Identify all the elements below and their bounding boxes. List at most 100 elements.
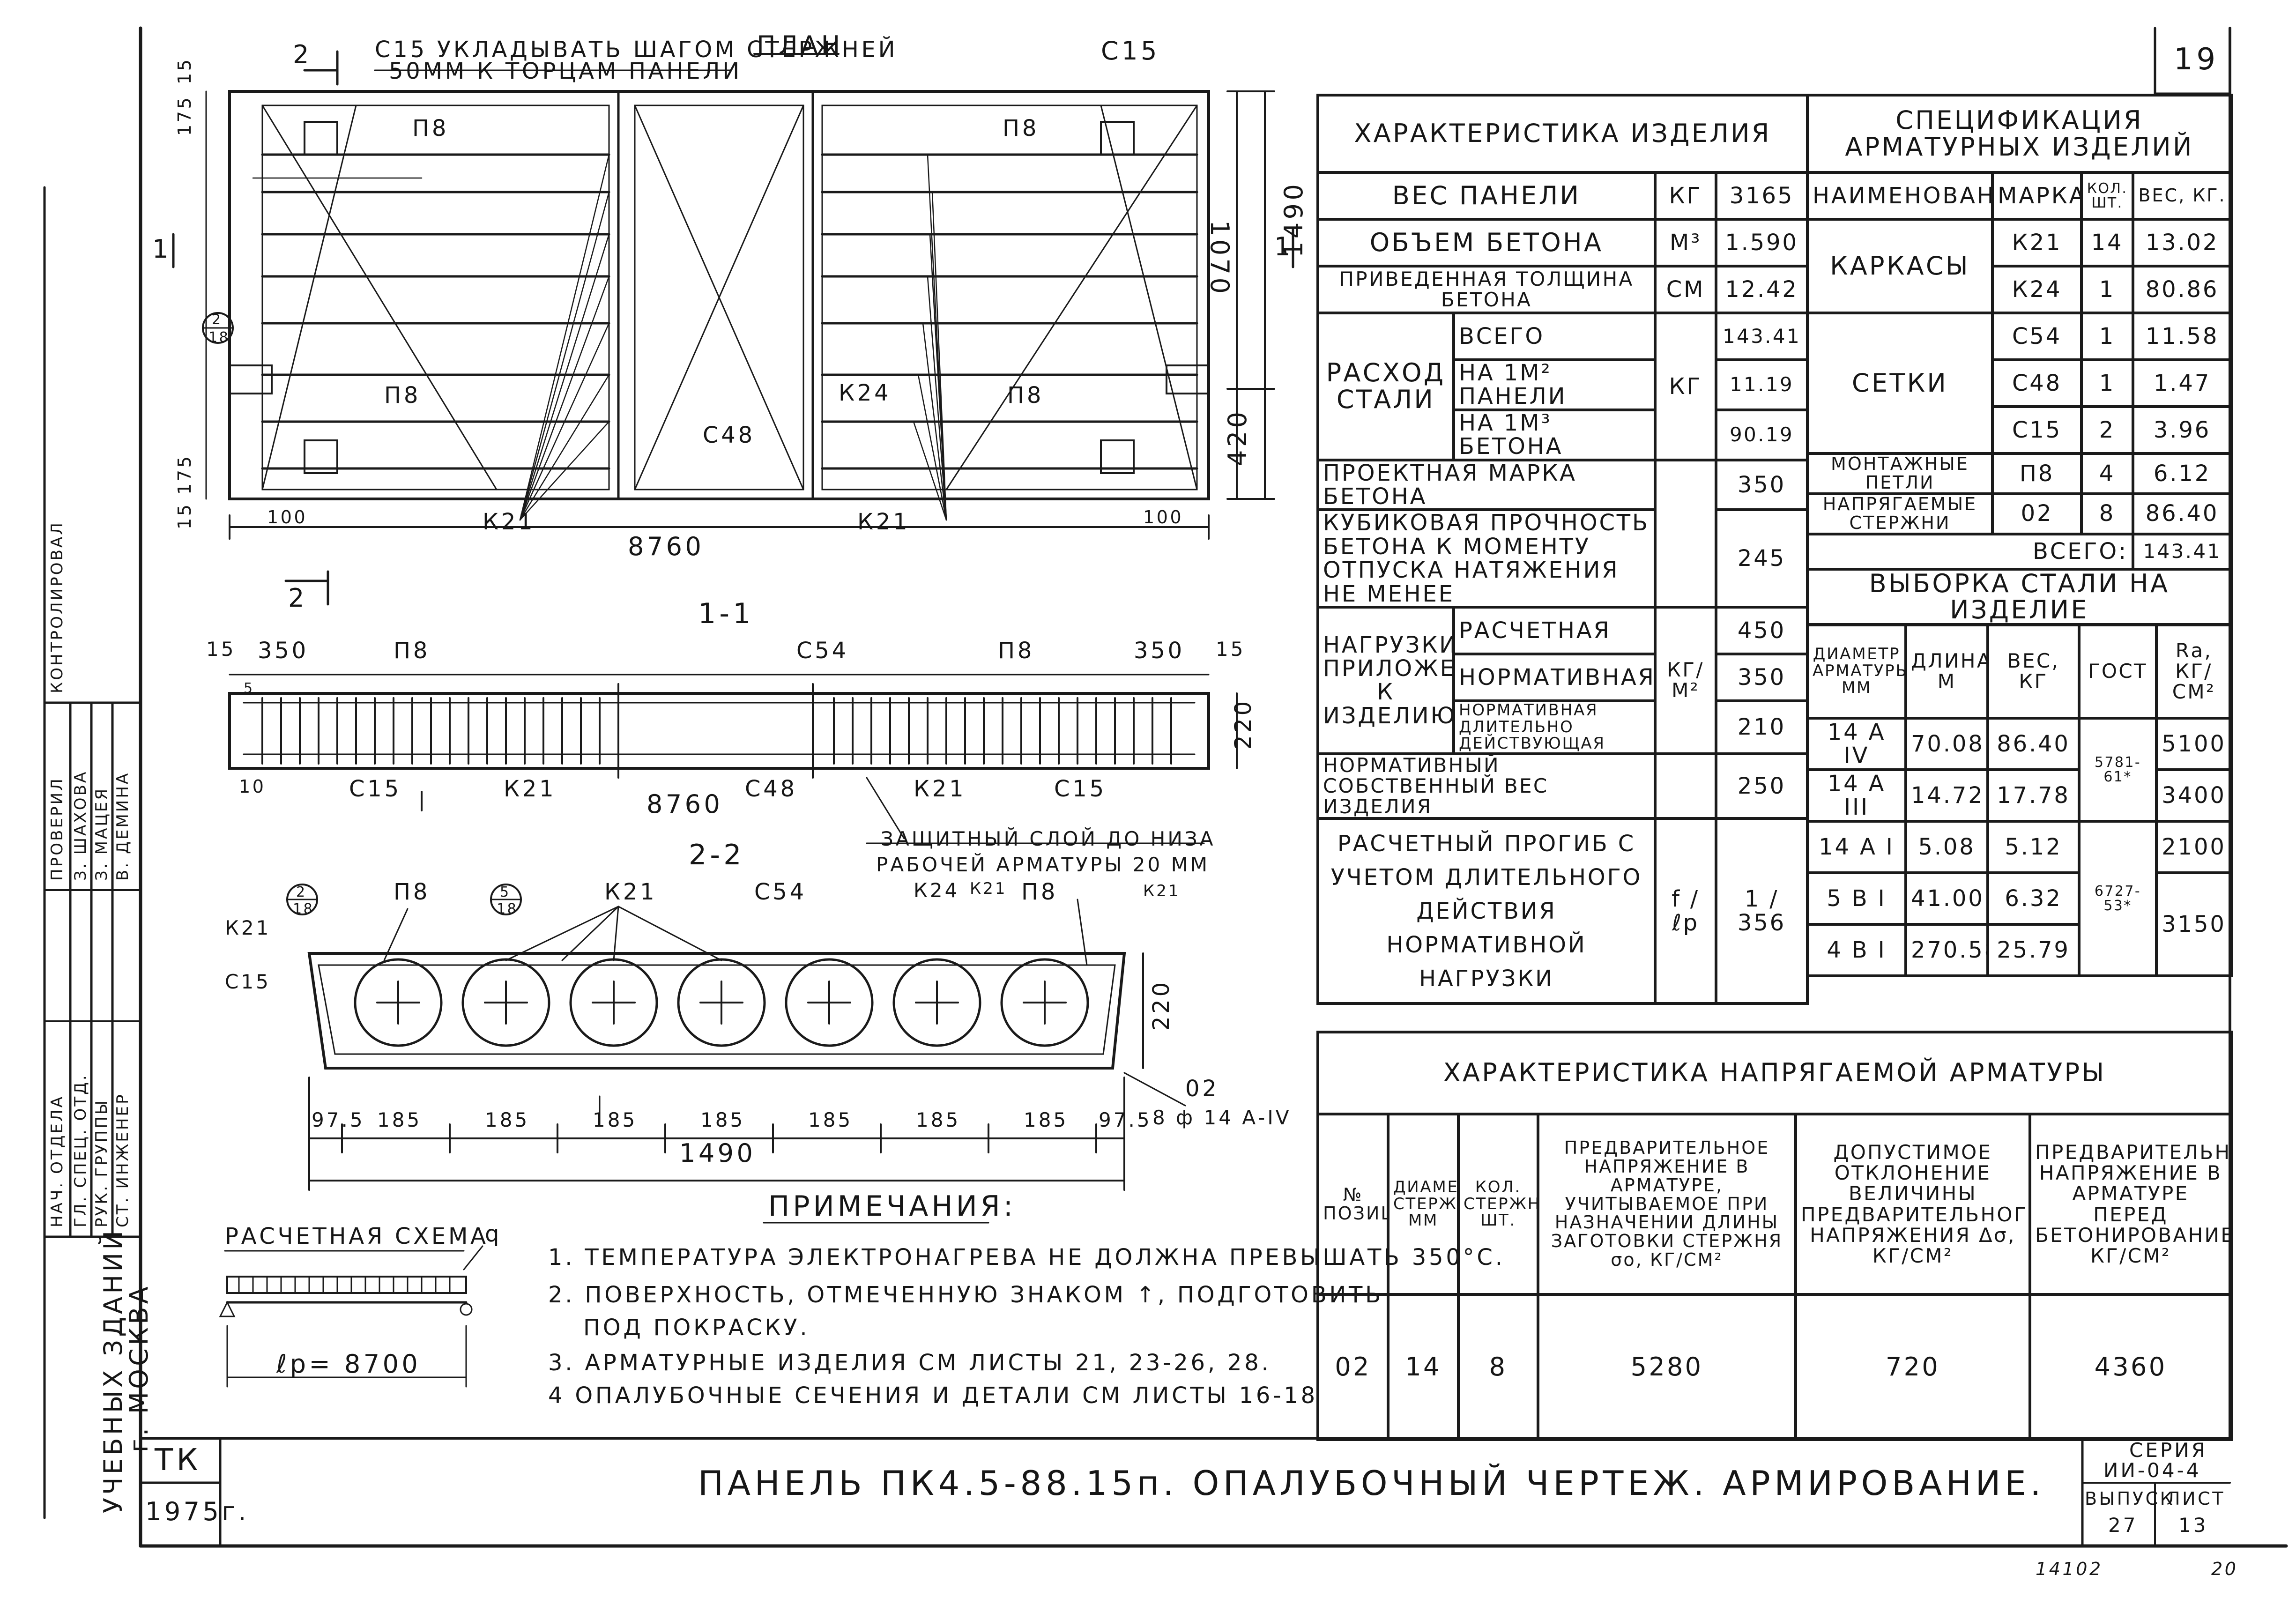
row-steel-total-label: ВСЕГО xyxy=(1452,312,1657,361)
row-steel-m2-label: НА 1М² ПАНЕЛИ xyxy=(1452,358,1657,411)
spec-total-label: ВСЕГО: xyxy=(1806,532,2134,571)
row-load-long-label: НОРМАТИВНАЯ ДЛИТЕЛЬНО ДЕЙСТВУЮЩАЯ xyxy=(1452,699,1657,755)
spec-mark: К21 xyxy=(1991,218,2083,268)
s11-dim-350-right: 350 xyxy=(1134,638,1185,664)
steel-selection-table: ДИАМЕТР АРМАТУРЫ, ММ ДЛИНА, М ВЕС, КГ ГО… xyxy=(1806,623,2233,977)
s11-label-p8-left: П8 xyxy=(394,638,431,664)
s22-label-c54: С54 xyxy=(754,879,807,905)
scheme-q: q xyxy=(485,1221,502,1247)
s22-label-c15: С15 xyxy=(225,970,271,993)
sel-diam: 14 А I xyxy=(1806,820,1907,874)
plan-callout-bottom: 18 xyxy=(208,329,230,346)
spec-mark: С48 xyxy=(1991,358,2083,408)
row-thickness-value: 12.42 xyxy=(1715,265,1809,314)
note-line-3: ПОД ПОКРАСКУ. xyxy=(583,1315,810,1341)
s22-label-k21: К21 xyxy=(604,879,657,905)
row-loads-label: НАГРУЗКИ, ПРИЛОЖЕННЫЕ К ИЗДЕЛИЮ xyxy=(1316,605,1455,755)
s22-dim: 185 xyxy=(808,1108,853,1131)
plan-dim-1490: 1490 xyxy=(1279,181,1308,258)
archive-number: 14102 xyxy=(2036,1559,2103,1579)
s11-label-k21: К21 xyxy=(914,776,966,802)
s22-label-p8-right: П8 xyxy=(1021,879,1058,905)
spec-qty: 2 xyxy=(2080,405,2134,455)
row-grade-label: ПРОЕКТНАЯ МАРКА БЕТОНА xyxy=(1316,458,1657,512)
plan-label-k24: К24 xyxy=(839,380,892,406)
row-load-long-value: 210 xyxy=(1715,699,1809,755)
scheme-title: РАСЧЕТНАЯ СХЕМА xyxy=(225,1223,489,1249)
characteristics-table: ХАРАКТЕРИСТИКА ИЗДЕЛИЯ ВЕС ПАНЕЛИ КГ 316… xyxy=(1316,94,1809,1005)
spec-col-weight: ВЕС, КГ. xyxy=(2131,171,2233,221)
section-2-2-title: 2-2 xyxy=(689,839,745,871)
sheet-value: 13 xyxy=(2178,1514,2208,1537)
s22-callout-a-top: 2 xyxy=(296,884,307,900)
plan-label-c15: С15 xyxy=(1101,36,1160,66)
pre-qty: 8 xyxy=(1457,1293,1539,1441)
section-mark-1-left: 1 xyxy=(152,234,171,264)
notes-title: ПРИМЕЧАНИЯ: xyxy=(768,1190,1017,1223)
row-cube-value: 245 xyxy=(1715,508,1809,609)
s11-dim-350-left: 350 xyxy=(258,638,309,664)
plan-dim-15-175: 15 175 xyxy=(174,454,195,529)
plan-dim-15: 15 xyxy=(174,57,195,84)
row-volume-value: 1.590 xyxy=(1715,218,1809,268)
characteristics-header: ХАРАКТЕРИСТИКА ИЗДЕЛИЯ xyxy=(1316,94,1809,174)
s11-note-cover: ЗАЩИТНЫЙ СЛОЙ ДО НИЗА xyxy=(881,827,1216,850)
row-steel-total-value: 143.41 xyxy=(1715,312,1809,361)
s11-label-c48: С48 xyxy=(745,776,797,802)
sidebar-name: З. ШАХОВА xyxy=(71,770,90,881)
series-value: ИИ-04-4 xyxy=(2103,1459,2201,1482)
plan-dim-1070: 1070 xyxy=(1205,220,1234,297)
pre-col-conc: ПРЕДВАРИТЕЛЬНОЕ НАПРЯЖЕНИЕ В АРМАТУРЕ ПЕ… xyxy=(2028,1113,2233,1296)
s11-dim-5: 5 xyxy=(244,680,254,697)
s22-label-k21-r2: К21 xyxy=(1143,882,1181,900)
pre-conc: 4360 xyxy=(2028,1293,2233,1441)
plan-dim-length: 8760 xyxy=(628,532,705,561)
sel-weight: 25.79 xyxy=(1986,923,2081,977)
s22-callout-b-top: 5 xyxy=(500,884,511,900)
row-load-norm-value: 350 xyxy=(1715,652,1809,702)
s11-label-c15-left: С15 xyxy=(349,776,401,802)
s22-dim: 185 xyxy=(916,1108,961,1131)
row-weight-unit: КГ xyxy=(1654,171,1717,221)
issue-value: 27 xyxy=(2108,1514,2138,1537)
spec-weight: 6.12 xyxy=(2131,452,2233,495)
issue-label: ВЫПУСК xyxy=(2085,1488,2175,1509)
plan-title: ПЛАН xyxy=(757,30,843,60)
sheet-label: ЛИСТ xyxy=(2167,1488,2225,1509)
spec-mark: К24 xyxy=(1991,265,2083,314)
s22-callout-b-bottom: 18 xyxy=(497,901,518,917)
row-thickness-unit: СМ xyxy=(1654,265,1717,314)
title-org: ТК xyxy=(155,1443,201,1478)
s11-label-k21: К21 xyxy=(504,776,557,802)
plan-label-p8: П8 xyxy=(384,382,421,409)
spec-group-loops: МОНТАЖНЫЕ ПЕТЛИ xyxy=(1806,452,1994,495)
s11-dim-8760: 8760 xyxy=(646,789,723,819)
s22-label-rebar: 8 ф 14 А-IV xyxy=(1152,1106,1292,1129)
plan-dim-100-left: 100 xyxy=(267,507,308,528)
sel-col-ra: Rа, КГ/СМ² xyxy=(2155,623,2233,720)
scheme-span: ℓр= 8700 xyxy=(276,1349,421,1379)
s22-label-k24: К24 xyxy=(914,879,960,902)
spec-col-name: НАИМЕНОВАНИЕ xyxy=(1806,171,1994,221)
sel-len: 70.08 xyxy=(1904,717,1989,771)
spec-col-qty: КОЛ. ШТ. xyxy=(2080,171,2134,221)
title-main: ПАНЕЛЬ ПК4.5-88.15п. ОПАЛУБОЧНЫЙ ЧЕРТЕЖ.… xyxy=(698,1464,2045,1503)
row-weight-value: 3165 xyxy=(1715,171,1809,221)
spec-weight: 80.86 xyxy=(2131,265,2233,314)
sel-len: 5.08 xyxy=(1904,820,1989,874)
s22-dim-220: 220 xyxy=(1148,980,1174,1031)
spec-qty: 8 xyxy=(2080,492,2134,535)
sel-col-gost: ГОСТ xyxy=(2078,623,2158,720)
spec-qty: 1 xyxy=(2080,358,2134,408)
title-year: 1975г. xyxy=(145,1497,249,1526)
spec-qty: 4 xyxy=(2080,452,2134,495)
s22-dim: 185 xyxy=(1024,1108,1069,1131)
s11-dim-15-right: 15 xyxy=(1216,638,1246,661)
steel-selection-header: ВЫБОРКА СТАЛИ НА ИЗДЕЛИЕ xyxy=(1806,567,2233,626)
section-mark-2-bottom: 2 xyxy=(288,583,307,613)
sel-gost-1: 5781-61* xyxy=(2078,717,2158,823)
sel-diam: 14 А IV xyxy=(1806,717,1907,771)
pre-col-dev: ДОПУСТИМОЕ ОТКЛОНЕНИЕ ВЕЛИЧИНЫ ПРЕДВАРИТ… xyxy=(1794,1113,2031,1296)
plan-dim-175: 175 xyxy=(174,95,195,136)
row-load-norm-label: НОРМАТИВНАЯ xyxy=(1452,652,1657,702)
